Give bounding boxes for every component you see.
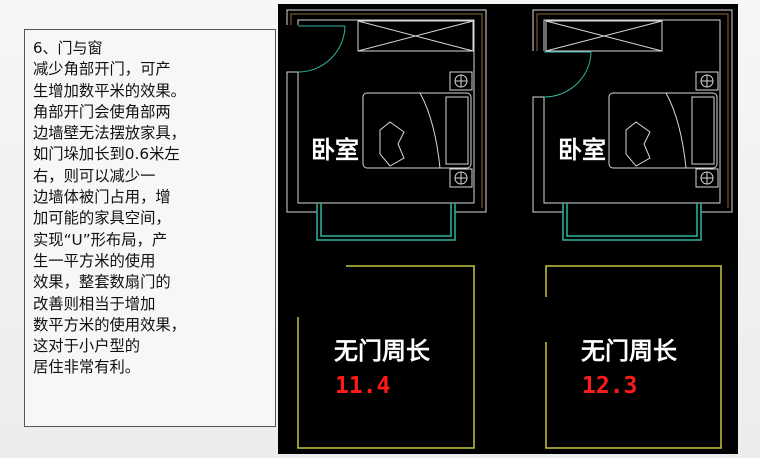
body-line: 数平方米的使用效果， [33,315,186,334]
body-line: 效果，整套数扇门的 [33,273,171,292]
body-line: 加可能的家具空间， [33,209,171,228]
inner-wall [297,19,475,204]
section-title: 6、门与窗 [33,39,103,57]
room-label: 卧室 [311,136,359,164]
text-panel: 6、门与窗 减少角部开门，可产 生增加数平米的效果。 角部开门会使角部两 边墙壁… [24,29,276,427]
perimeter-outline-right [545,265,722,449]
floor-plan-right: 卧室 [532,9,733,241]
body-line: 生一平方米的使用 [33,251,156,270]
closet [545,20,663,52]
bed [608,92,718,169]
door-swing [297,25,346,73]
door-swing [543,51,592,98]
body-line: 边墙体被门占用，增 [33,188,171,207]
bay-window [562,203,702,241]
body-line: 实现“U”形布局，产 [33,230,168,249]
outer-wall [286,9,487,213]
drawing-background [278,4,738,454]
perimeter-label: 无门周长 [334,337,431,365]
outer-wall [532,9,733,213]
perimeter-value: 11.4 [335,373,390,399]
bay-window [316,203,456,241]
body-line: 这对于小户型的 [33,337,141,356]
perimeter-value: 12.3 [582,373,637,399]
body-line: 边墙壁无法摆放家具， [33,124,186,143]
perimeter-outline-left [297,265,475,449]
body-line: 右，则可以减少一 [33,166,156,185]
body-line: 改善则相当于增加 [33,294,156,313]
room-label: 卧室 [558,136,606,164]
closet [357,20,474,52]
body-line: 生增加数平米的效果。 [33,81,186,100]
inner-wall [543,19,721,204]
body-line: 居住非常有利。 [33,358,141,377]
wall-core [290,13,483,208]
nightstand-lamp [695,71,719,188]
body-line: 减少角部开门，可产 [33,60,171,79]
wall-core [536,13,729,208]
perimeter-label: 无门周长 [581,337,678,365]
nightstand-lamp [449,71,473,188]
bed [362,92,472,169]
body-line: 角部开门会使角部两 [33,102,171,121]
body-line: 如门垛加长到0.6米左 [33,145,180,164]
floor-plan-left: 卧室 [286,9,487,241]
